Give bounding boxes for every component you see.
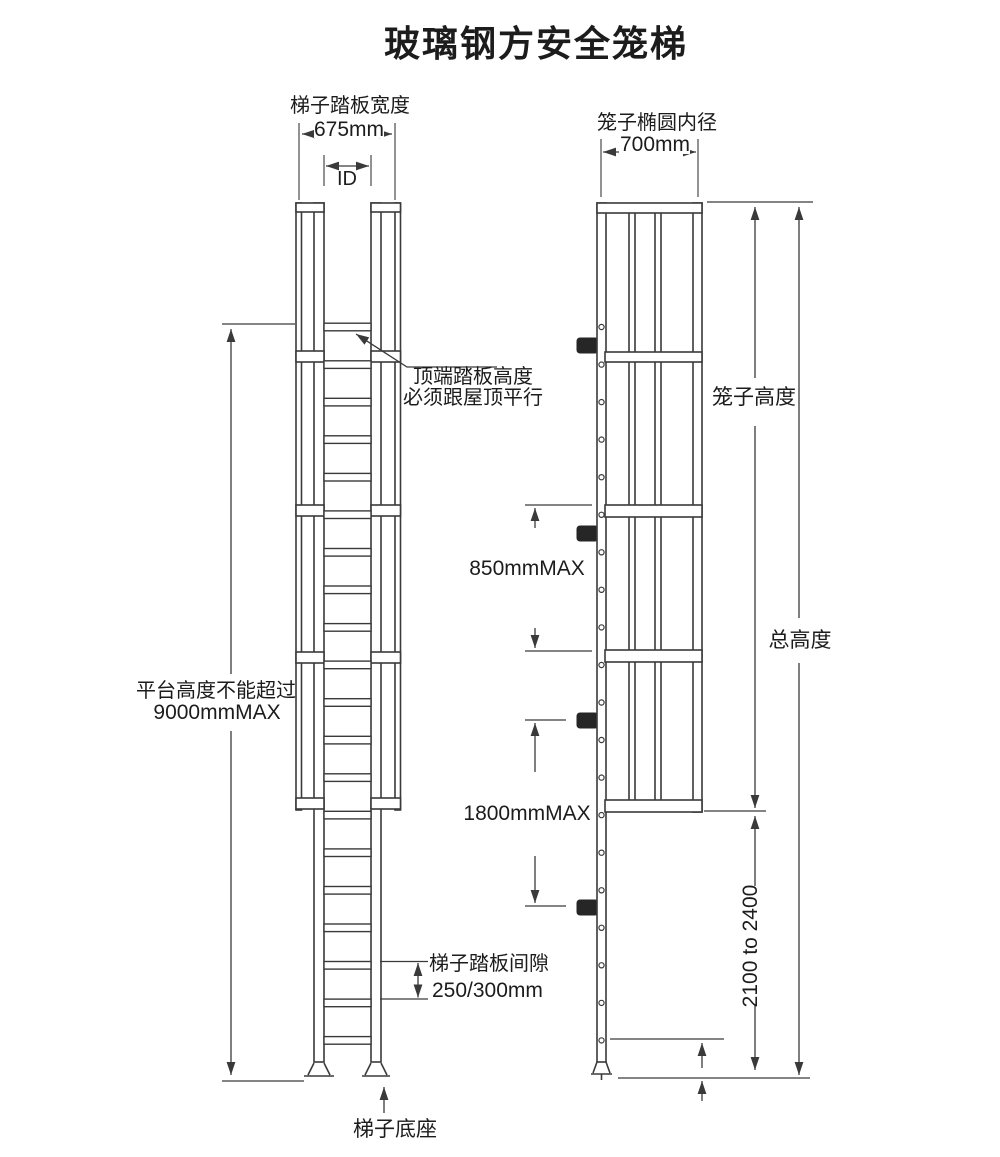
front-top-hoop-left bbox=[295, 202, 325, 213]
rung-bolt-hole bbox=[598, 361, 605, 368]
rung-bolt-hole bbox=[598, 474, 605, 481]
label-mask bbox=[314, 118, 384, 138]
ladder-rung bbox=[323, 698, 372, 708]
rung-bolt-hole bbox=[598, 924, 605, 932]
side-cage-hoop bbox=[604, 504, 703, 518]
top-rung-leader-line bbox=[355, 333, 497, 368]
total-height-label: 总高度 bbox=[769, 629, 832, 652]
rung-bolt-hole bbox=[598, 511, 605, 519]
platform-height-note-line1: 平台高度不能超过 bbox=[136, 679, 296, 702]
ladder-rung bbox=[323, 585, 372, 595]
ladder-rung bbox=[323, 397, 372, 407]
ladder-rung bbox=[323, 660, 372, 670]
bracket-spacing-value: 1800mmMAX bbox=[463, 802, 590, 825]
rung-bolt-hole bbox=[598, 549, 605, 556]
front-stringer-right bbox=[370, 202, 382, 1063]
rung-bolt-hole bbox=[598, 398, 605, 406]
wall-bracket bbox=[576, 337, 599, 354]
rung-bolt-hole bbox=[598, 624, 605, 631]
label-mask bbox=[619, 134, 690, 154]
ladder-rung bbox=[323, 547, 372, 557]
dimension-lines bbox=[222, 123, 813, 1113]
front-hoop-band bbox=[295, 651, 325, 664]
side-view-structure bbox=[591, 202, 703, 1080]
cage-diameter-label: 笼子椭圆内径 bbox=[597, 111, 717, 134]
rung-bolt-hole bbox=[598, 887, 605, 894]
ladder-rung bbox=[323, 960, 372, 970]
front-hoop-band bbox=[370, 504, 402, 517]
front-ladder-rungs bbox=[323, 322, 372, 1045]
rung-bolt-hole bbox=[598, 999, 605, 1007]
ladder-rung bbox=[323, 360, 372, 370]
base-label: 梯子底座 bbox=[353, 1118, 437, 1141]
rung-bolt-hole bbox=[598, 661, 605, 669]
top-rung-note-line1: 顶端踏板高度 bbox=[413, 365, 533, 388]
front-top-hoop-right bbox=[370, 202, 402, 213]
front-stringer-left bbox=[313, 202, 325, 1063]
top-rung-note-line2: 必须跟屋顶平行 bbox=[403, 386, 543, 409]
rung-bolt-hole bbox=[598, 323, 605, 331]
rung-bolt-hole bbox=[598, 962, 605, 969]
wall-bracket bbox=[576, 899, 599, 916]
rung-bolt-hole bbox=[598, 586, 605, 594]
wall-bracket bbox=[576, 525, 599, 542]
rung-gap-value: 250/300mm bbox=[432, 979, 543, 1002]
rung-bolt-hole bbox=[598, 436, 605, 443]
front-hoop-band bbox=[370, 651, 402, 664]
ladder-rung bbox=[323, 998, 372, 1008]
cage-height-label: 笼子高度 bbox=[712, 386, 796, 409]
front-view-ladder bbox=[295, 202, 402, 1077]
side-cage-hoop bbox=[604, 799, 703, 813]
ladder-rung bbox=[323, 848, 372, 858]
ladder-rung bbox=[323, 510, 372, 520]
ladder-rung bbox=[323, 622, 372, 632]
rung-bolt-hole bbox=[598, 811, 605, 819]
front-hoop-band bbox=[370, 797, 402, 810]
cage-bottom-height-value: 2100 to 2400 bbox=[739, 885, 762, 1008]
tread-width-label: 梯子踏板宽度 bbox=[290, 94, 410, 117]
ladder-rung bbox=[323, 435, 372, 445]
tread-width-value: 675mm bbox=[314, 118, 384, 141]
rung-bolt-hole bbox=[598, 699, 605, 706]
ladder-rung bbox=[323, 923, 372, 933]
rung-gap-label: 梯子踏板间隙 bbox=[429, 952, 549, 975]
ladder-rung bbox=[323, 322, 372, 332]
ladder-foot-left bbox=[304, 1062, 334, 1077]
hoop-spacing-value: 850mmMAX bbox=[469, 557, 585, 580]
cage-diameter-value: 700mm bbox=[620, 133, 690, 156]
ladder-rung bbox=[323, 472, 372, 482]
rung-bolt-hole bbox=[598, 1037, 605, 1044]
inner-width-label: ID bbox=[337, 168, 357, 190]
side-cage-hoop bbox=[604, 649, 703, 663]
ladder-rung bbox=[323, 735, 372, 745]
page-title: 玻璃钢方安全笼梯 bbox=[384, 23, 688, 64]
front-hoop-band bbox=[370, 350, 402, 363]
wall-bracket bbox=[576, 712, 599, 729]
ladder-rung bbox=[323, 1035, 372, 1045]
side-cage-hoop bbox=[596, 202, 703, 214]
side-rung-bolt-holes bbox=[598, 323, 605, 1044]
side-cage-hoop bbox=[604, 351, 703, 363]
front-hoop-band bbox=[295, 797, 325, 810]
platform-height-note-line2: 9000mmMAX bbox=[153, 701, 280, 724]
rung-bolt-hole bbox=[598, 774, 605, 781]
front-hoop-band bbox=[295, 504, 325, 517]
side-stringer bbox=[596, 202, 607, 1063]
side-view-ladder bbox=[576, 337, 599, 916]
rung-bolt-hole bbox=[598, 736, 605, 744]
rung-bolt-hole bbox=[598, 849, 605, 856]
ladder-rung bbox=[323, 885, 372, 895]
ladder-rung bbox=[323, 773, 372, 783]
ladder-foot-right bbox=[362, 1062, 390, 1077]
ladder-rung bbox=[323, 810, 372, 820]
side-ladder-foot bbox=[591, 1061, 612, 1080]
front-hoop-band bbox=[295, 350, 325, 363]
